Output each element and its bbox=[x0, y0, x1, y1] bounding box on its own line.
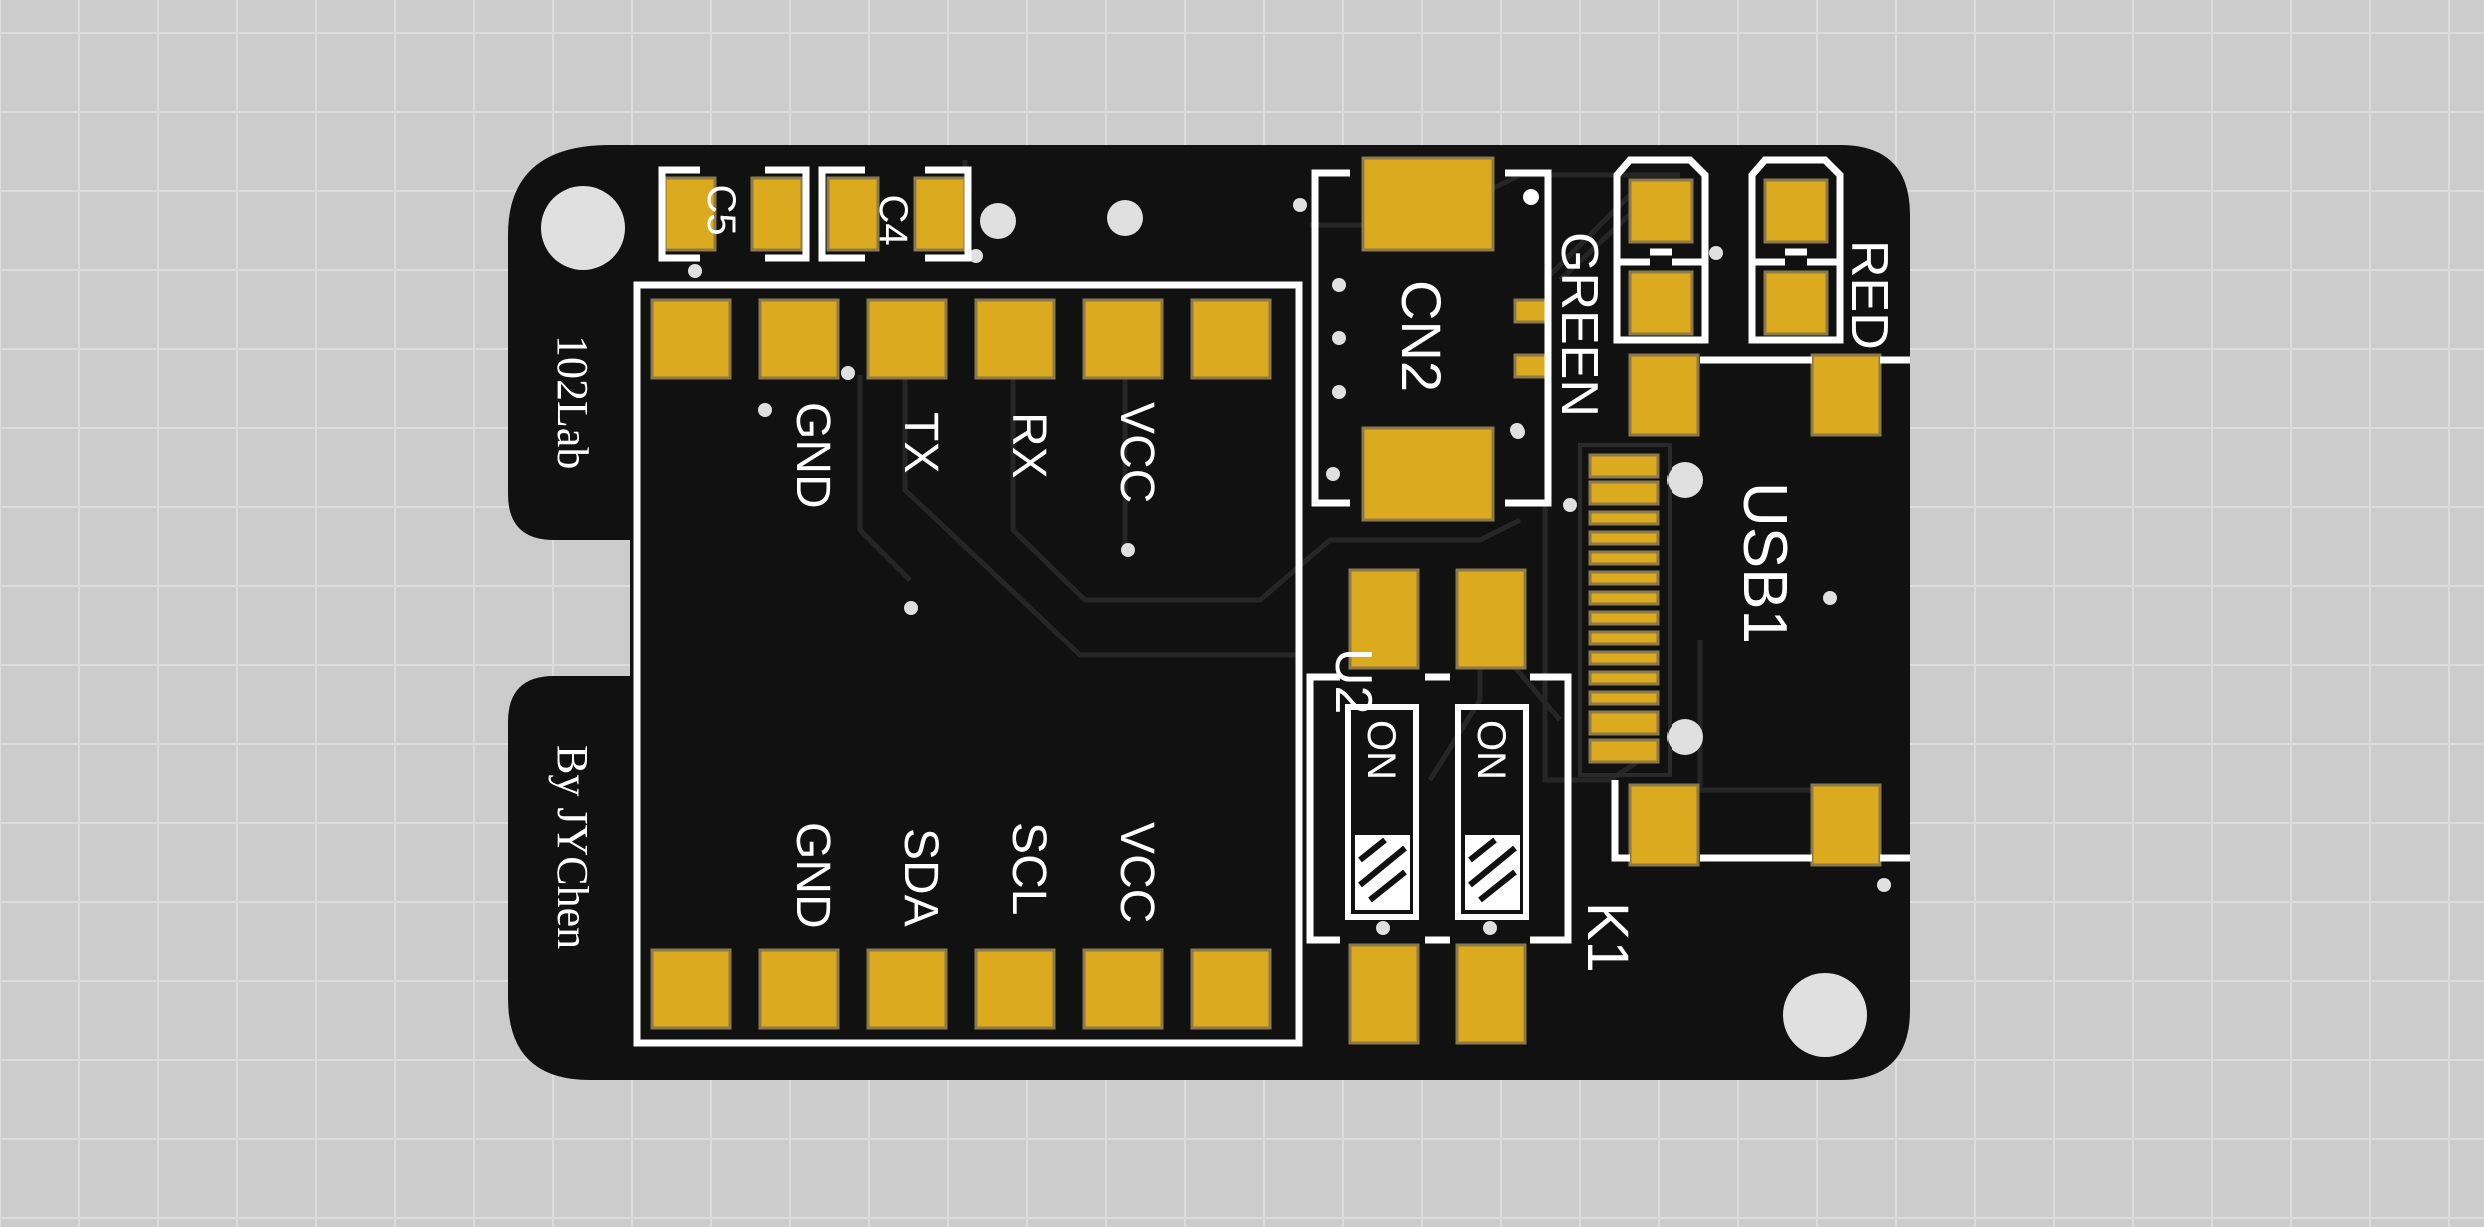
mounting-hole-top-left bbox=[541, 186, 625, 270]
switch-on-label-2: ON bbox=[1469, 720, 1513, 780]
k1-label: K1 bbox=[1575, 902, 1640, 973]
switch-k1: ON ON K1 bbox=[1306, 568, 1640, 1045]
copper-traces bbox=[857, 160, 1880, 793]
cn2-label: CN2 bbox=[1390, 280, 1453, 392]
green-led-label: GREEN bbox=[1550, 232, 1608, 417]
pin-label-top-vcc: VCC bbox=[1110, 402, 1163, 503]
author-credit: By JYChen bbox=[548, 745, 597, 949]
usb1-label: USB1 bbox=[1730, 482, 1799, 644]
pin-label-top-gnd: GND bbox=[786, 402, 839, 509]
pin-label-bottom-scl: SCL bbox=[1002, 822, 1055, 915]
pin-label-top-rx: RX bbox=[1002, 412, 1055, 479]
u2-label: U2 bbox=[1324, 648, 1382, 714]
switch-actuator-1 bbox=[1355, 835, 1410, 910]
switch-on-label-1: ON bbox=[1359, 720, 1403, 780]
module-pins-top bbox=[650, 298, 1272, 380]
switch-actuator-2 bbox=[1465, 835, 1520, 910]
usb-pins bbox=[1588, 453, 1660, 764]
usb-connector: USB1 bbox=[1578, 353, 1910, 867]
capacitor-c4: C4 bbox=[818, 166, 972, 262]
pin-label-bottom-vcc: VCC bbox=[1110, 822, 1163, 923]
pin-label-bottom-gnd: GND bbox=[786, 822, 839, 929]
module-outline bbox=[633, 281, 1303, 1047]
pin-label-top-tx: TX bbox=[894, 412, 947, 473]
connector-cn2: CN2 bbox=[1311, 156, 1552, 522]
c5-label: C5 bbox=[699, 184, 743, 235]
led-red: RED bbox=[1748, 156, 1898, 350]
red-led-label: RED bbox=[1840, 240, 1898, 350]
lab-credit: 102Lab bbox=[548, 335, 597, 469]
mounting-hole-bottom-right bbox=[1783, 973, 1867, 1057]
c4-label: C4 bbox=[871, 194, 915, 245]
module-pins-bottom bbox=[650, 948, 1272, 1030]
pin-label-bottom-sda: SDA bbox=[894, 828, 947, 927]
led-green: GREEN bbox=[1550, 156, 1709, 417]
capacitor-c5: C5 bbox=[658, 166, 810, 262]
